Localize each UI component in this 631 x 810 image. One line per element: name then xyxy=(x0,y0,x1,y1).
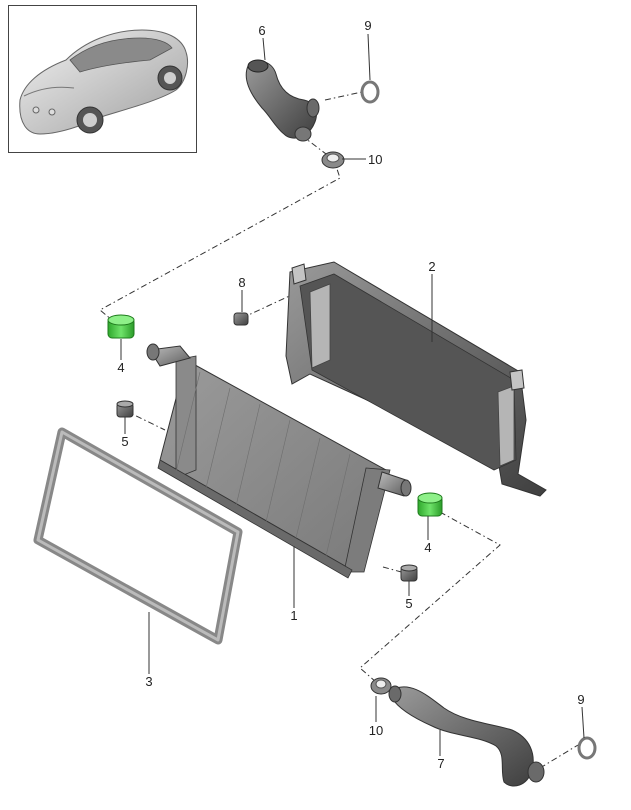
part-5-rubber-mount-upper[interactable] xyxy=(116,400,134,418)
callout-7: 7 xyxy=(437,756,444,771)
callout-9-bottom: 9 xyxy=(577,692,584,707)
part-6-upper-hose[interactable] xyxy=(245,59,320,142)
part-10-clamp-top[interactable] xyxy=(321,151,345,169)
part-2-air-guide[interactable] xyxy=(285,261,547,497)
part-1-radiator[interactable] xyxy=(146,343,412,579)
part-9-o-ring-bottom[interactable] xyxy=(577,736,597,760)
callout-1: 1 xyxy=(290,608,297,623)
part-8-nut[interactable] xyxy=(233,312,249,326)
callout-8: 8 xyxy=(238,275,245,290)
part-4-bushing-lower[interactable] xyxy=(417,492,443,517)
callout-numbers: 6 9 10 8 2 4 5 4 1 5 3 10 7 9 xyxy=(117,18,584,771)
part-5-rubber-mount-lower[interactable] xyxy=(400,564,418,582)
callout-10-top: 10 xyxy=(368,152,382,167)
callout-4-upper: 4 xyxy=(117,360,124,375)
callout-3: 3 xyxy=(145,674,152,689)
car-illustration xyxy=(19,29,189,135)
callout-5-lower: 5 xyxy=(405,596,412,611)
callout-5-upper: 5 xyxy=(121,434,128,449)
vehicle-thumbnail xyxy=(8,5,197,153)
part-3-frame[interactable] xyxy=(33,427,243,645)
callout-4-lower: 4 xyxy=(424,540,431,555)
callout-2: 2 xyxy=(428,259,435,274)
part-9-o-ring-top[interactable] xyxy=(360,80,380,104)
connection-lines xyxy=(99,91,579,769)
callout-9-top: 9 xyxy=(364,18,371,33)
callout-10-bottom: 10 xyxy=(369,723,383,738)
part-7-lower-hose[interactable] xyxy=(388,685,545,787)
leader-lines xyxy=(120,33,585,756)
callout-6: 6 xyxy=(258,23,265,38)
part-10-clamp-bottom[interactable] xyxy=(370,677,392,695)
part-4-bushing-upper[interactable] xyxy=(107,314,135,339)
